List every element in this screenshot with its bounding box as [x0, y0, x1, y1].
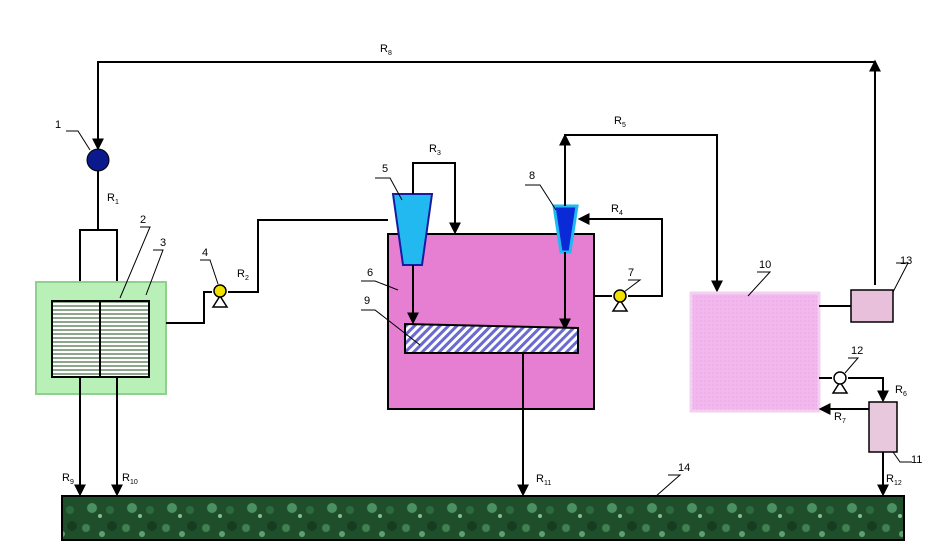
stream-label-r8: R8	[380, 43, 392, 57]
number-labels: 1 2 3 4 5 6 7 8 9 10 11 12 13 14	[55, 119, 922, 474]
stream-label-r5: R5	[614, 115, 626, 129]
number-label-1: 1	[55, 119, 61, 131]
membrane-module-left	[51, 300, 101, 378]
stream-label-r7: R7	[834, 411, 846, 425]
number-label-5: 5	[382, 163, 388, 175]
blower-unit	[86, 148, 110, 172]
number-label-10: 10	[759, 259, 771, 271]
pump-4	[211, 284, 229, 308]
stream-label-r1: R1	[107, 192, 119, 206]
hydrocyclone-5	[391, 193, 434, 266]
unit-11	[868, 401, 898, 453]
overflow-line-r3	[412, 162, 461, 235]
ground-bar	[61, 495, 905, 541]
pump-12	[831, 371, 849, 394]
number-label-12: 12	[851, 345, 863, 357]
storage-tank	[689, 291, 821, 413]
membrane-module-right	[99, 300, 150, 378]
number-label-9: 9	[364, 295, 370, 307]
number-label-2: 2	[140, 214, 146, 226]
stream-label-r3: R3	[429, 143, 441, 157]
stream-label-r6: R6	[895, 384, 907, 398]
stream-label-r11: R11	[536, 473, 551, 487]
stream-labels: R8 R1 R2 R3 R4 R5 R6 R7 R9 R10 R11 R12	[62, 43, 907, 487]
stream-label-r10: R10	[122, 472, 138, 486]
number-label-8: 8	[529, 170, 535, 182]
number-label-3: 3	[160, 237, 166, 249]
stream-label-r12: R12	[886, 473, 902, 487]
number-label-11: 11	[911, 454, 922, 466]
unit-13	[850, 289, 894, 323]
recycle-line-r8	[92, 59, 881, 285]
hydrocyclone-8	[552, 204, 579, 254]
line-r5	[564, 134, 723, 293]
air-line-r1	[79, 171, 99, 300]
number-label-4: 4	[202, 247, 208, 259]
callout-leaders	[66, 130, 912, 498]
stream-label-r4: R4	[611, 203, 623, 217]
number-label-7: 7	[628, 267, 634, 279]
stream-label-r2: R2	[237, 268, 249, 282]
pump-7	[611, 289, 629, 312]
settling-plate	[404, 322, 579, 354]
number-label-14: 14	[678, 462, 690, 474]
feed-line-r2	[166, 291, 212, 324]
number-label-13: 13	[900, 255, 912, 267]
stream-label-r9: R9	[62, 472, 74, 486]
number-label-6: 6	[367, 267, 373, 279]
